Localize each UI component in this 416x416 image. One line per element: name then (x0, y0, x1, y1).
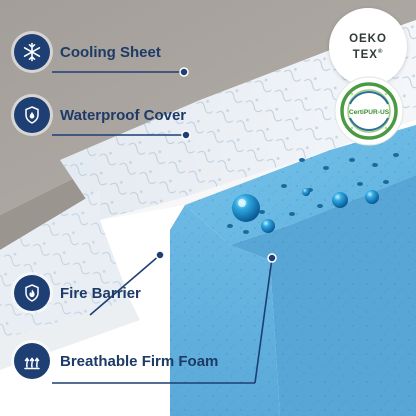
fire-barrier-side (100, 205, 185, 320)
label-breathable-firm-foam: Breathable Firm Foam (14, 343, 218, 379)
label-text: Breathable Firm Foam (60, 352, 219, 370)
label-waterproof-cover: Waterproof Cover (14, 97, 186, 133)
certipur-us-badge: CertiPUR-US (332, 74, 406, 148)
label-text: Cooling Sheet (60, 43, 161, 61)
label-text: Waterproof Cover (60, 106, 187, 124)
foam-speckle-texture (170, 125, 416, 416)
airflow-arrows-icon (14, 343, 50, 379)
pointer-dots (155, 67, 277, 263)
oeko-tex-line-2: TEX® (352, 48, 384, 61)
certipur-us-logo-icon: CertiPUR-US (334, 76, 404, 146)
label-cooling-sheet: Cooling Sheet (14, 34, 161, 70)
water-shield-icon (14, 97, 50, 133)
flame-shield-icon (14, 275, 50, 311)
label-text: Fire Barrier (60, 284, 141, 302)
oeko-tex-line-1: OEKO (349, 32, 387, 45)
oeko-tex-badge: OEKO TEX® (329, 8, 407, 86)
label-fire-barrier: Fire Barrier (14, 275, 141, 311)
pointer-lines (52, 71, 273, 384)
snowflake-icon (14, 34, 50, 70)
water-droplets (232, 188, 379, 233)
cover-quilt-pattern (60, 20, 416, 220)
certipur-us-text: CertiPUR-US (349, 109, 390, 116)
